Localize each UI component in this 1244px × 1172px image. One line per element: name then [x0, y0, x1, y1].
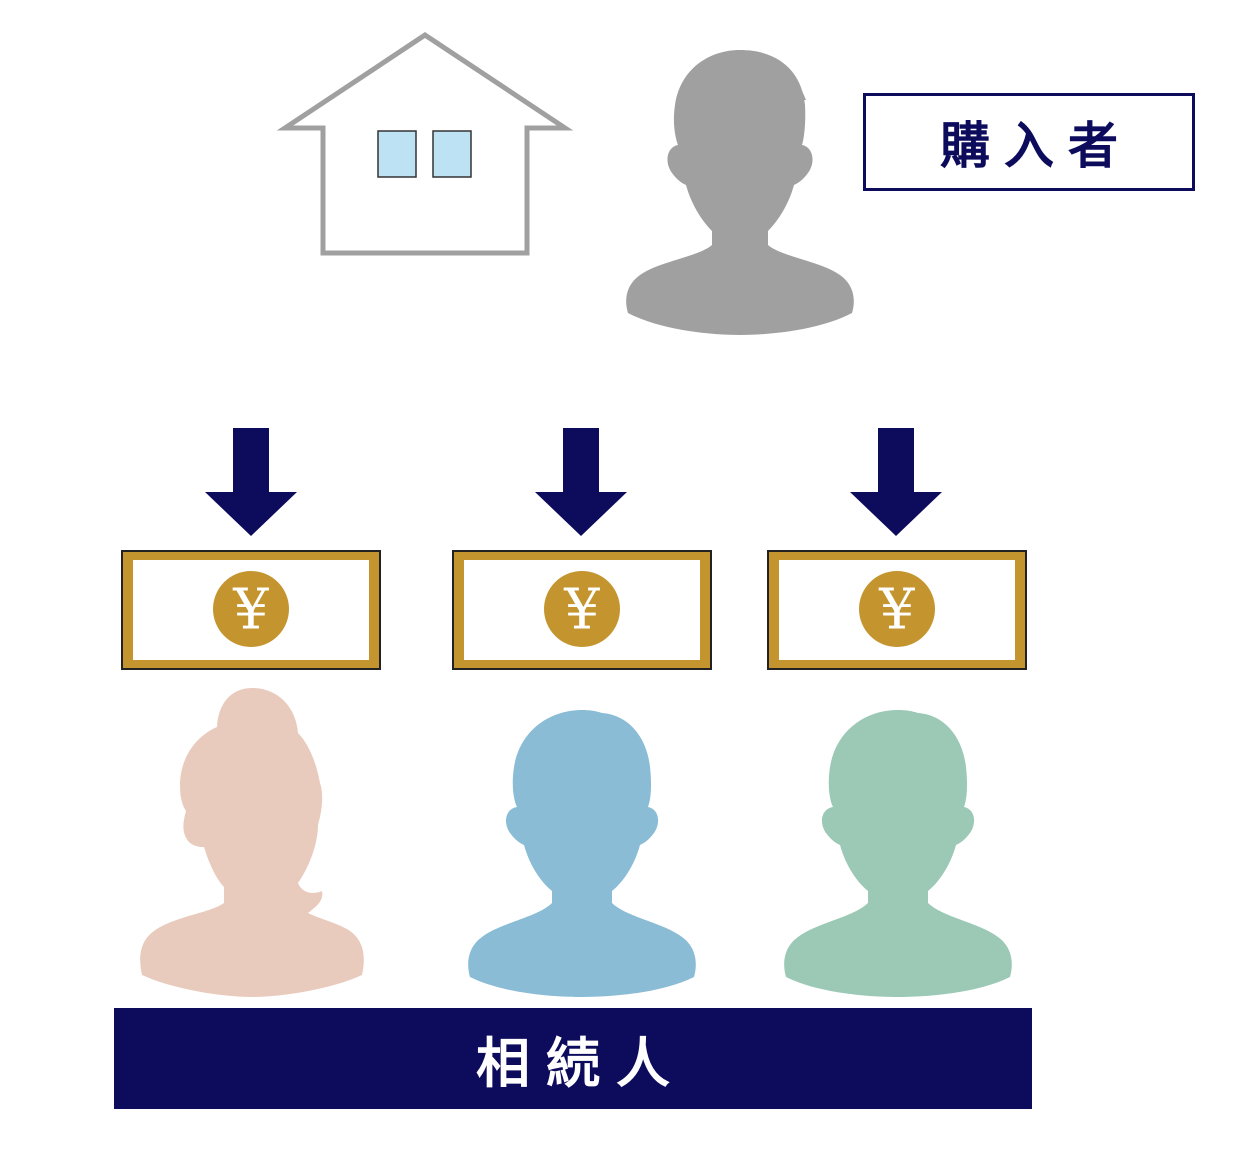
down-arrow-icon [850, 428, 942, 536]
yen-symbol: ¥ [232, 578, 269, 643]
man-silhouette-icon [784, 710, 1012, 997]
house-window-right [432, 130, 472, 178]
heirs-label-bar: 相続人 [114, 1008, 1032, 1109]
buyer-label: 購入者 [940, 117, 1132, 175]
man-silhouette-icon [468, 710, 696, 997]
down-arrow-icon [535, 428, 627, 536]
woman-silhouette-icon [140, 688, 364, 997]
buyer-silhouette-icon [626, 50, 854, 335]
yen-banknote-icon: ¥ [767, 550, 1027, 670]
yen-banknote-icon: ¥ [121, 550, 381, 670]
heirs-label: 相続人 [476, 1032, 686, 1095]
yen-symbol: ¥ [878, 578, 915, 643]
yen-symbol: ¥ [563, 578, 600, 643]
yen-banknote-icon: ¥ [452, 550, 712, 670]
buyer-label-box: 購入者 [863, 93, 1195, 191]
house-icon [276, 31, 574, 256]
down-arrow-icon [205, 428, 297, 536]
house-window-left [377, 130, 417, 178]
